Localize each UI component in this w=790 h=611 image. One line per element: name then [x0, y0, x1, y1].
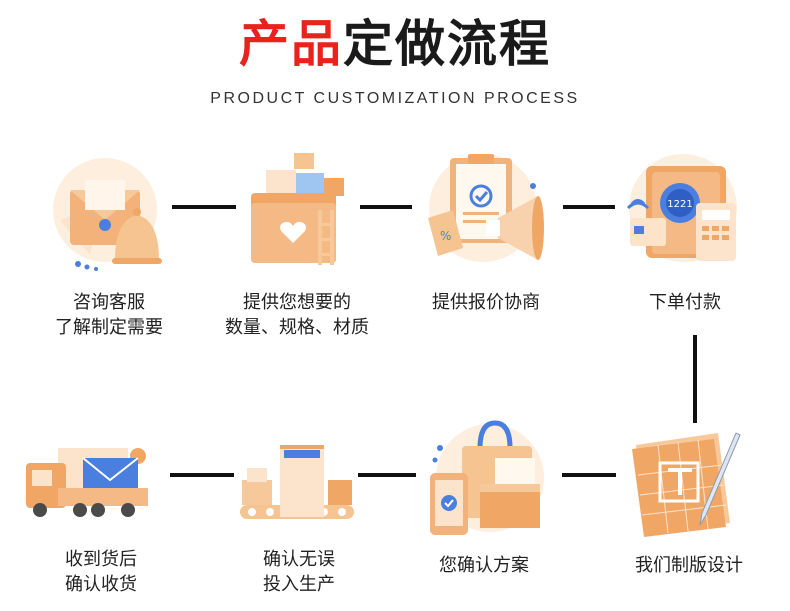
step-8-line2: 确认收货 — [65, 574, 137, 595]
connector-7-8 — [170, 473, 234, 477]
bag-phone-icon — [430, 420, 544, 535]
step-5-label: 我们制版设计 — [594, 553, 784, 578]
step-1-line2: 了解制定需要 — [55, 317, 163, 338]
title-highlight: 产品 — [239, 15, 343, 73]
connector-4-5 — [693, 335, 697, 423]
step-6-line1: 您确认方案 — [439, 555, 529, 576]
svg-text:1221: 1221 — [667, 199, 692, 210]
connector-1-2 — [172, 205, 236, 209]
connector-2-3 — [360, 205, 412, 209]
delivery-truck-icon — [26, 448, 148, 517]
step-8-label: 收到货后 确认收货 — [6, 547, 196, 597]
step-4-line1: 下单付款 — [649, 292, 721, 313]
step-7-label: 确认无误 投入生产 — [204, 547, 394, 597]
title-rest: 定做流程 — [343, 15, 551, 73]
connector-5-6 — [562, 473, 616, 477]
step-2-line2: 数量、规格、材质 — [225, 317, 369, 338]
step-3-label: 提供报价协商 — [391, 290, 581, 315]
production-line-icon — [240, 445, 354, 519]
page-subtitle: PRODUCT CUSTOMIZATION PROCESS — [210, 90, 580, 107]
folder-files-icon — [251, 153, 344, 265]
step-1-line1: 咨询客服 — [73, 292, 145, 313]
step-7-line2: 投入生产 — [263, 574, 335, 595]
design-pencil-icon — [632, 432, 741, 537]
step-1-label: 咨询客服 了解制定需要 — [14, 290, 204, 340]
step-8-line1: 收到货后 — [65, 549, 137, 570]
step-3-line1: 提供报价协商 — [432, 292, 540, 313]
clipboard-megaphone-icon: % — [428, 154, 544, 262]
mail-bell-icon — [53, 158, 162, 271]
connector-6-7 — [358, 473, 416, 477]
connector-3-4 — [563, 205, 615, 209]
page-title: 产品定做流程 — [0, 14, 790, 74]
step-5-line1: 我们制版设计 — [635, 555, 743, 576]
step-6-label: 您确认方案 — [389, 553, 579, 578]
step-2-label: 提供您想要的 数量、规格、材质 — [202, 290, 392, 340]
svg-text:%: % — [440, 229, 451, 243]
step-2-line1: 提供您想要的 — [243, 292, 351, 313]
card-payment-icon: 1221 — [626, 154, 737, 262]
step-7-line1: 确认无误 — [263, 549, 335, 570]
step-4-label: 下单付款 — [590, 290, 780, 315]
